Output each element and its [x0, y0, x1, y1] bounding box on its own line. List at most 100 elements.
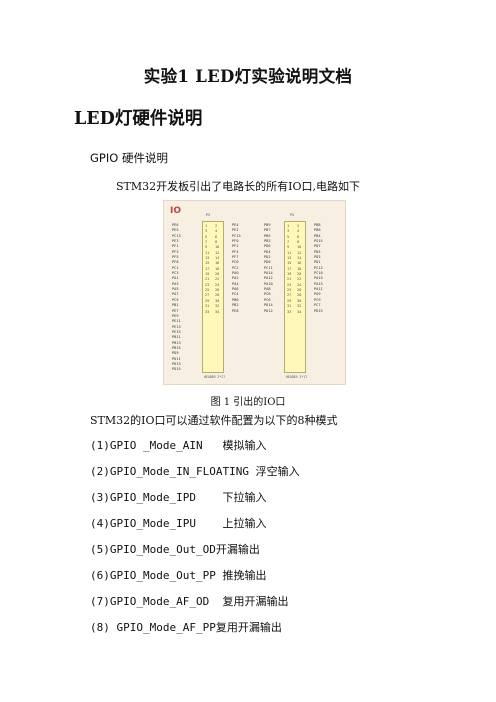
- pin-label: PC5: [172, 297, 179, 302]
- pin-label: PE9: [172, 313, 179, 318]
- pin-number: 23: [287, 282, 292, 287]
- pin-label: PB1: [172, 303, 179, 308]
- pin-label: PE13: [172, 324, 181, 329]
- pin-number: 32: [215, 304, 220, 309]
- pin-number: 28: [215, 293, 220, 298]
- pin-label: PA5: [172, 287, 179, 292]
- pin-number: 28: [297, 293, 302, 298]
- pin-label: PD15: [314, 308, 323, 313]
- pin-label: PF4: [232, 249, 239, 254]
- pin-label: PF8: [172, 260, 179, 265]
- pin-label: PB8: [314, 223, 321, 227]
- pin-label: PE7: [172, 308, 179, 313]
- pin-label: PB11: [172, 335, 181, 340]
- pin-label: PF0: [232, 239, 239, 244]
- pin-label: PD14: [264, 303, 273, 308]
- pin-number: 22: [297, 277, 302, 282]
- mode-line-1: (1)GPIO _Mode_AIN 模拟输入: [90, 439, 267, 452]
- pin-label: PA4: [232, 281, 239, 286]
- pin-number: 25: [287, 288, 292, 293]
- pin-label: PB15: [172, 345, 181, 350]
- pin-number: 31: [287, 304, 292, 309]
- pin-number: 16: [215, 261, 220, 266]
- pin-number: 20: [297, 272, 302, 277]
- pin-number: 6: [297, 234, 300, 239]
- pin-number: 13: [287, 256, 292, 261]
- pin-number: 8: [215, 240, 218, 245]
- pin-number: 1: [205, 224, 208, 228]
- pin-label: PD12: [264, 308, 273, 313]
- pin-label: PA10: [264, 281, 273, 286]
- pin-number: 1: [287, 224, 290, 228]
- pin-label: PA11: [314, 287, 323, 292]
- pin-number: 29: [205, 298, 210, 303]
- pin-label: PF5: [172, 255, 179, 260]
- pin-label: PC13: [172, 233, 181, 238]
- pin-label: PA9: [314, 292, 321, 297]
- pin-number: 15: [287, 261, 292, 266]
- pin-label: PD9: [172, 351, 179, 356]
- pin-number: 25: [205, 288, 210, 293]
- pin-label: PC0: [232, 260, 239, 265]
- pin-label: PA15: [314, 276, 323, 281]
- pin-number: 3: [205, 229, 208, 234]
- pin-number: 2: [215, 224, 218, 228]
- pin-number: 21: [205, 277, 210, 282]
- pin-number: 27: [205, 293, 210, 298]
- pin-label: PC9: [314, 297, 321, 302]
- pin-label: PA6: [232, 287, 239, 292]
- pin-number: 10: [297, 245, 302, 250]
- pin-number: 4: [297, 229, 300, 234]
- pin-label: PD5: [314, 249, 321, 254]
- pin-label: PE6: [172, 223, 179, 227]
- pin-number: 23: [205, 282, 210, 287]
- pin-number: 14: [215, 256, 220, 261]
- pin-label: PA12: [264, 276, 273, 281]
- pin-label: PF1: [172, 244, 179, 249]
- pin-label: PE8: [232, 308, 239, 313]
- document-title: 实验1 LED灯实验说明文档: [143, 67, 353, 86]
- mode-line-8: (8) GPIO_Mode_AF_PP复用开漏输出: [90, 621, 282, 634]
- pin-label: PB2: [232, 303, 239, 308]
- pin-number: 19: [287, 272, 292, 277]
- pin-number: 30: [215, 298, 220, 303]
- pin-number: 3: [287, 229, 290, 234]
- mode-line-2: (2)GPIO_Mode_IN_FLOATING 浮空输入: [90, 465, 300, 478]
- pin-label: PE11: [172, 319, 181, 324]
- pin-label: PA14: [264, 271, 273, 276]
- pin-number: 2: [297, 224, 300, 228]
- pin-number: 17: [205, 266, 210, 271]
- pin-number: 29: [287, 298, 292, 303]
- pin-label: PC1: [172, 265, 179, 270]
- pin-number: 33: [205, 309, 210, 314]
- pin-number: 34: [297, 309, 302, 314]
- pin-number: 13: [205, 256, 210, 261]
- pin-label: PB6: [314, 228, 321, 233]
- pin-number: 20: [215, 272, 220, 277]
- pin-label: PE3: [172, 239, 179, 244]
- pin-number: 18: [215, 266, 220, 271]
- pin-label: PD15: [172, 367, 181, 372]
- left-header-name: P3: [206, 213, 210, 217]
- pin-number: 12: [215, 250, 220, 255]
- pin-number: 5: [287, 234, 290, 239]
- pin-label: PC4: [232, 292, 239, 297]
- pin-number: 26: [297, 288, 302, 293]
- pin-number: 10: [215, 245, 220, 250]
- pin-label: PF2: [232, 244, 239, 249]
- mode-line-3: (3)GPIO_Mode_IPD 下拉输入: [90, 491, 267, 504]
- pin-label: PC12: [314, 265, 323, 270]
- pin-number: 21: [287, 277, 292, 282]
- pin-number: 6: [215, 234, 218, 239]
- pin-label: PE2: [232, 228, 239, 233]
- pin-number: 17: [287, 266, 292, 271]
- pin-label: PA0: [232, 271, 239, 276]
- pin-label: PB9: [264, 223, 271, 227]
- pin-label: PC11: [264, 265, 273, 270]
- section-heading: LED灯硬件说明: [74, 109, 203, 129]
